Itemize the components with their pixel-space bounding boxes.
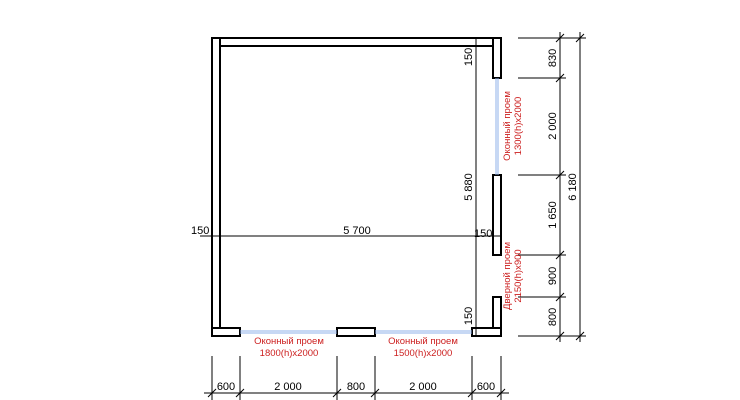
- window-bottom-right-label: Оконный проем: [388, 336, 458, 347]
- bottom-dim-segment-3: 800: [347, 381, 365, 393]
- bottom-wall-left: [211, 327, 241, 337]
- bottom-dim-segment-2: 2 000: [274, 381, 302, 393]
- top-wall: [211, 37, 502, 47]
- window-right-label: Оконный проем: [502, 91, 513, 161]
- right-dim-segment-1: 830: [547, 49, 559, 67]
- right-wall-dim-label: 150: [474, 228, 492, 240]
- bottom-dim-segment-5: 600: [477, 381, 495, 393]
- window-bottom-right-size: 1500(h)x2000: [394, 348, 453, 359]
- bottom-dim-segment-4: 2 000: [409, 381, 437, 393]
- right-wall-middle: [492, 174, 502, 256]
- right-dim-segment-4: 900: [547, 267, 559, 285]
- bottom-dimension-chain: [204, 356, 509, 400]
- bottom-wall-dim-label: 150: [463, 307, 475, 325]
- inner-width-label: 5 700: [343, 225, 371, 237]
- window-bottom-left-label: Оконный проем: [254, 336, 324, 347]
- bottom-wall-right: [471, 327, 502, 337]
- overall-dimension: [566, 32, 586, 342]
- bottom-dim-segment-1: 600: [217, 381, 235, 393]
- right-dim-segment-3: 1 650: [547, 201, 559, 229]
- window-lines: [240, 78, 499, 334]
- top-wall-dim-label: 150: [463, 48, 475, 66]
- bottom-wall-middle: [336, 327, 376, 337]
- walls: [211, 37, 502, 337]
- inner-height-label: 5 880: [463, 173, 475, 201]
- overall-height-label: 6 180: [567, 173, 579, 201]
- window-bottom-left-size: 1800(h)x2000: [260, 348, 319, 359]
- right-dimension-chain: [518, 32, 566, 342]
- left-wall: [211, 37, 221, 337]
- window-right-size: 1300(h)x2000: [513, 97, 524, 156]
- right-wall-top: [492, 37, 502, 79]
- left-wall-dim-label: 150: [191, 225, 209, 237]
- door-right-size: 2150(h)x900: [513, 249, 524, 302]
- interior-dimensions: [200, 38, 501, 336]
- door-right-label: Дверной проем: [502, 242, 513, 310]
- right-dim-segment-5: 800: [547, 308, 559, 326]
- right-dim-segment-2: 2 000: [547, 112, 559, 140]
